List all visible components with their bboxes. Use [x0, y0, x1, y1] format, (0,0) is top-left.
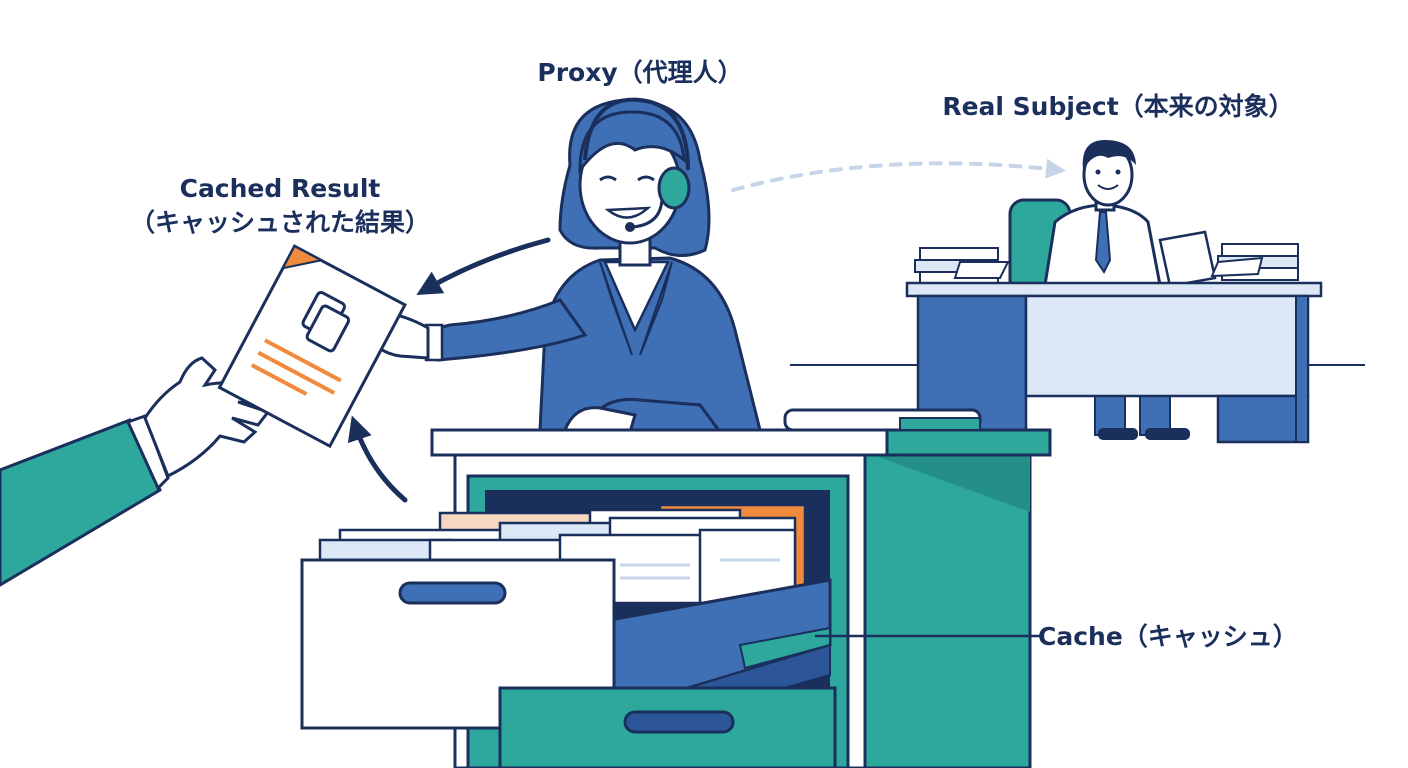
paper-stack-left: [914, 247, 1010, 285]
delegation-arrow: [731, 158, 1066, 192]
paper-stack-right: [1210, 243, 1299, 281]
return-result-arrow: [416, 237, 551, 296]
real-subject-desk: [905, 281, 1323, 444]
cached-result-label-line2: （キャッシュされた結果）: [129, 208, 430, 237]
man-writing-figure: [1043, 140, 1190, 440]
document-being-written: [1158, 230, 1217, 288]
cached-result-label: Cached Result （キャッシュされた結果）: [100, 172, 460, 240]
proxy-label: Proxy（代理人）: [537, 58, 743, 87]
real-subject-figure: [790, 140, 1365, 444]
real-subject-label: Real Subject（本来の対象）: [942, 92, 1294, 121]
proxy-figure: [368, 97, 762, 434]
drawer-handle: [398, 581, 507, 605]
cached-result-document: [217, 244, 407, 449]
cached-result-label-line1: Cached Result: [179, 174, 381, 203]
cache-cabinet: [300, 408, 1052, 768]
fetch-from-cache-arrow: [347, 415, 408, 503]
client-sleeve: [0, 418, 162, 587]
cache-label: Cache（キャッシュ）: [1038, 622, 1298, 651]
headset-icon: [657, 166, 691, 210]
